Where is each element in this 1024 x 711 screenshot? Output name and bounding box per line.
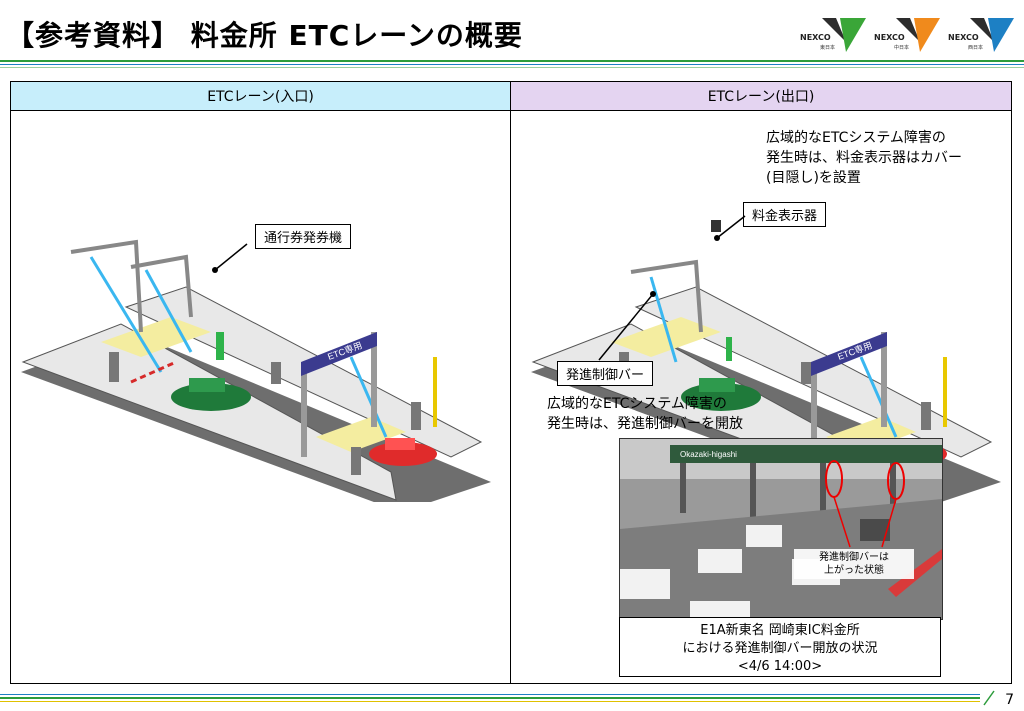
footer-rule-green bbox=[0, 697, 980, 699]
tollgate-photo-image: Okazaki-higashi bbox=[620, 439, 942, 619]
bar-open-note: 広域的なETCシステム障害の 発生時は、発進制御バーを開放 bbox=[547, 396, 743, 432]
footer-rule-yellow bbox=[0, 701, 980, 702]
exit-heading: ETCレーン(出口) bbox=[511, 82, 1011, 111]
ticket-pointer-line bbox=[212, 243, 248, 273]
nexco-east-logo: NEXCO 東日本 bbox=[800, 12, 868, 56]
photo-label-line-1: 発進制御バーは bbox=[819, 552, 889, 563]
caption-line-3: <4/6 14:00> bbox=[737, 659, 823, 674]
header-rule-blue bbox=[0, 64, 1024, 65]
page-number: 7 bbox=[1005, 692, 1014, 708]
nexco-central-logo-mark bbox=[896, 18, 940, 52]
exit-column: ETCレーン(出口) 広域的なETCシステム障害の 発生時は、料金表示器はカバー… bbox=[511, 82, 1011, 683]
photo-label-line-2: 上がった状態 bbox=[824, 565, 884, 576]
footer-slash-icon bbox=[983, 690, 995, 706]
footer-rule-blue bbox=[0, 694, 980, 695]
fee-display-pointer bbox=[714, 215, 746, 241]
logo-sub: 中日本 bbox=[894, 45, 910, 51]
header-rule-light bbox=[0, 67, 1024, 68]
entry-column: ETCレーン(入口) bbox=[11, 82, 511, 683]
nexco-west-logo-mark bbox=[970, 18, 1014, 52]
logo-name: NEXCO bbox=[948, 33, 979, 42]
photo-bar-raised-label: 発進制御バーは 上がった状態 bbox=[794, 549, 914, 579]
entry-heading: ETCレーン(入口) bbox=[11, 82, 510, 111]
nexco-east-logo-mark bbox=[822, 18, 866, 52]
fee-display-label: 料金表示器 bbox=[743, 202, 827, 227]
entry-lane-illustration: ETC専用 bbox=[21, 239, 491, 502]
caption-line-2: における発進制御バー開放の状況 bbox=[682, 641, 878, 656]
photo-caption: E1A新東名 岡崎東IC料金所 における発進制御バー開放の状況 <4/6 14:… bbox=[619, 617, 941, 677]
logo-sub: 西日本 bbox=[968, 45, 984, 51]
display-cover-note: 広域的なETCシステム障害の 発生時は、料金表示器はカバー (目隠し)を設置 bbox=[766, 130, 962, 186]
main-table: ETCレーン(入口) bbox=[10, 81, 1012, 684]
tollgate-photo: Okazaki-higashi 発進制御バーは 上が bbox=[619, 438, 943, 620]
nexco-logos: NEXCO 東日本 NEXCO 中日本 NEXCO 西日本 bbox=[800, 12, 1016, 56]
logo-name: NEXCO bbox=[800, 33, 831, 42]
nexco-west-logo: NEXCO 西日本 bbox=[948, 12, 1016, 56]
header-rule-green bbox=[0, 60, 1024, 62]
start-control-bar-label: 発進制御バー bbox=[557, 361, 654, 386]
nexco-central-logo: NEXCO 中日本 bbox=[874, 12, 942, 56]
logo-sub: 東日本 bbox=[820, 45, 836, 51]
ticket-machine-label: 通行券発券機 bbox=[255, 224, 352, 249]
start-control-bar-pointer bbox=[598, 291, 656, 361]
caption-line-1: E1A新東名 岡崎東IC料金所 bbox=[700, 623, 860, 638]
photo-sign-text: Okazaki-higashi bbox=[680, 450, 737, 459]
page-title: 【参考資料】 料金所 ETCレーンの概要 bbox=[6, 19, 523, 52]
logo-name: NEXCO bbox=[874, 33, 905, 42]
